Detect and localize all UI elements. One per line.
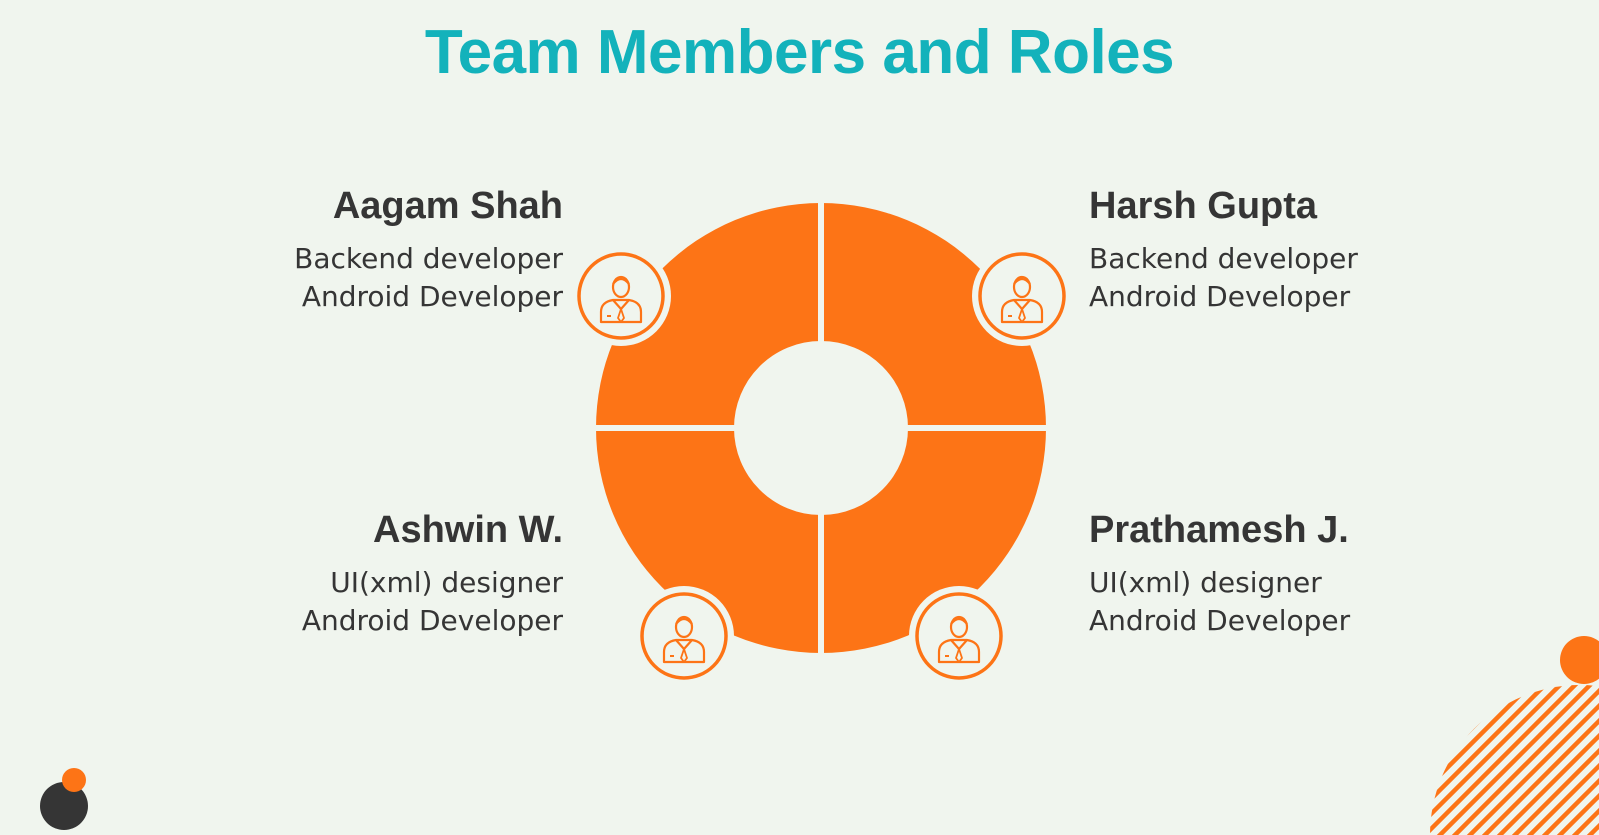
person-tie-icon [571,246,671,346]
decor-stripes [1430,685,1599,835]
member-name: Aagam Shah [332,185,563,227]
ring-dividers [590,200,1050,656]
member-role: Android Developer [301,604,563,637]
member-role: UI(xml) designer [330,566,563,599]
member-card-prathamesh-j: Prathamesh J. UI(xml) designer Android D… [1089,508,1419,640]
member-role: Android Developer [1089,280,1351,313]
member-card-ashwin-w: Ashwin W. UI(xml) designer Android Devel… [233,508,563,640]
ring-segment-bottom-left [596,428,821,653]
member-card-harsh-gupta: Harsh Gupta Backend developer Android De… [1089,184,1419,316]
member-role: Android Developer [301,280,563,313]
member-name: Ashwin W. [373,509,563,551]
member-name: Prathamesh J. [1089,509,1349,551]
decor-dot-orange [62,768,86,792]
member-role: Backend developer [294,242,563,275]
ring-segment-bottom-right [821,428,1046,653]
page-title: Team Members and Roles [424,18,1175,87]
member-role: Backend developer [1089,242,1358,275]
ring-segment-top-right [821,203,1046,428]
decor-dot-dark [40,782,88,830]
member-role: Android Developer [1089,604,1351,637]
member-card-aagam-shah: Aagam Shah Backend developer Android Dev… [233,184,563,316]
ring-diagram [596,203,1046,653]
decor-circle-orange [1560,636,1599,684]
person-tie-icon [972,246,1072,346]
member-role: UI(xml) designer [1089,566,1322,599]
ring-segment-top-left [596,203,821,428]
person-tie-icon [909,586,1009,686]
person-tie-icon [634,586,734,686]
member-name: Harsh Gupta [1089,185,1318,227]
